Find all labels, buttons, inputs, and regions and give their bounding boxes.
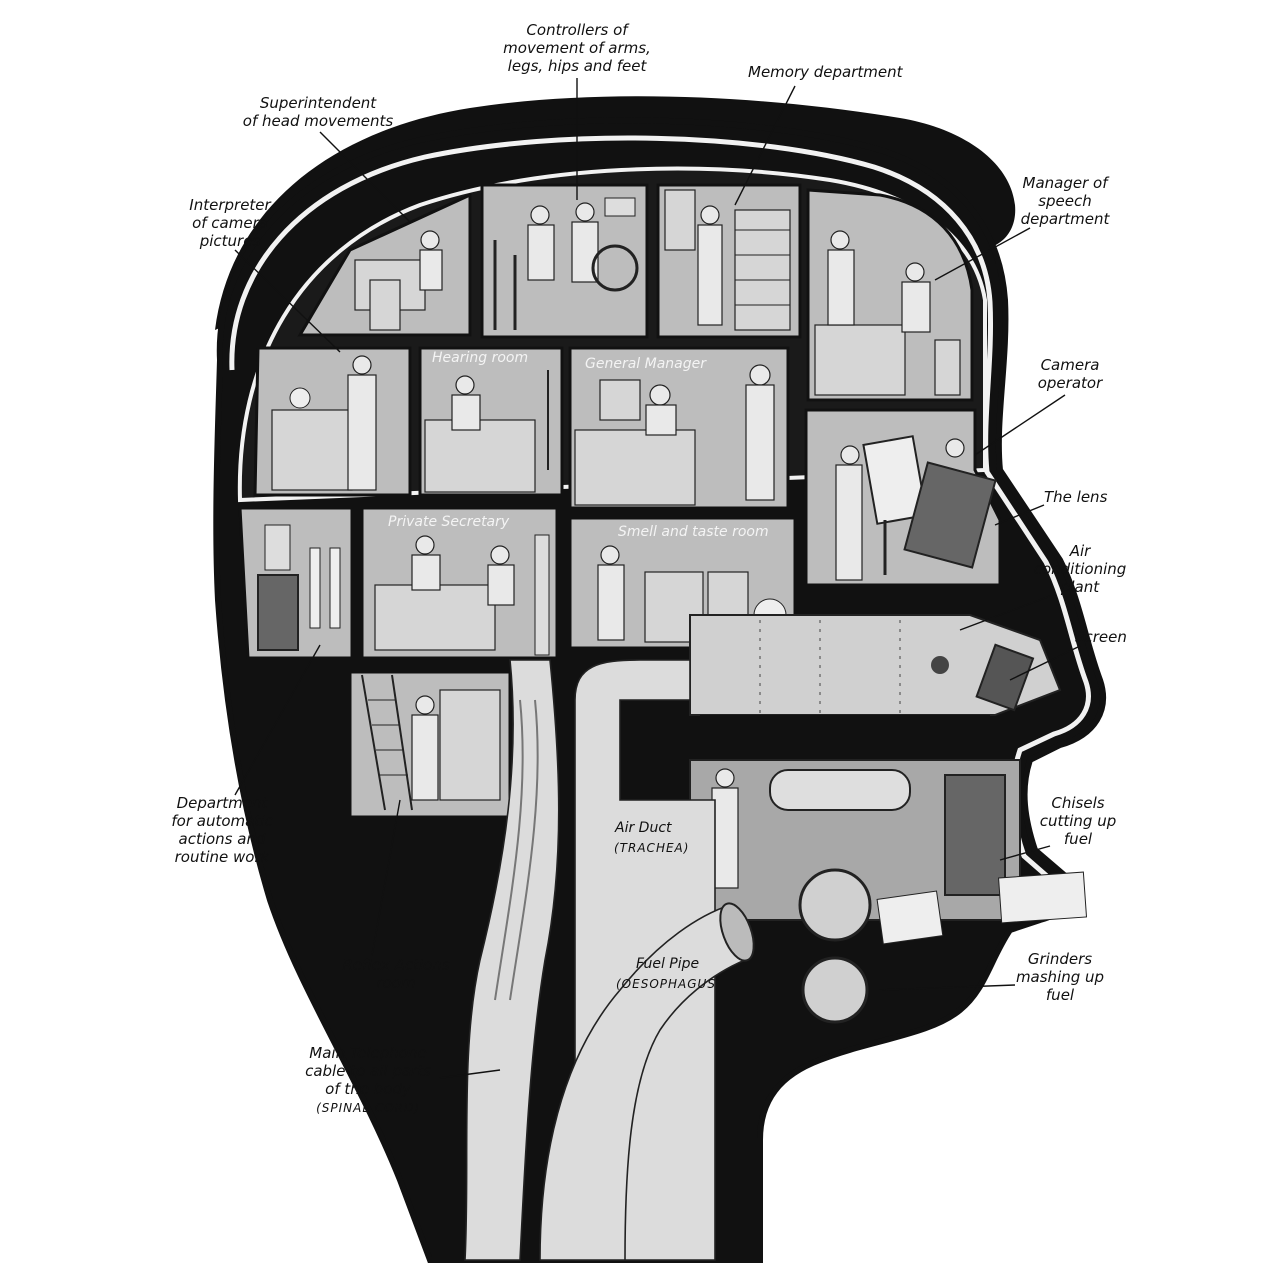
label-speech-line: speech [1038,192,1092,210]
room-superintendent [297,192,472,337]
label-automatic-line: routine work [175,848,271,866]
label-camera-line: Camera [1041,356,1100,374]
room-automatic [238,506,354,660]
room-interpreter [253,346,412,497]
room-private-secretary: Private Secretary [360,506,559,660]
label-telephone-line: of the body [325,1080,412,1098]
hearing-room-label: Hearing room [432,350,528,366]
label-speech-line: department [1021,210,1111,228]
label-telephone-line: cable to all parts [305,1062,431,1080]
label-air-line: Air [1069,542,1091,560]
label-screen-text: Screen [1075,628,1127,646]
room-hearing: Hearing room [418,346,564,497]
room-general-manager: General Manager [568,346,790,510]
label-grinders-line: mashing up [1016,968,1104,986]
fuel-pipe: Fuel Pipe (OESOPHAGUS) [539,902,755,1261]
label-air-line: conditioning [1034,560,1127,578]
label-lens: The lens [994,488,1108,526]
head-outline [229,135,1091,886]
room-camera [804,408,1002,587]
label-memory-text: Memory department [748,63,904,81]
air-conditioning-plant [689,614,1062,740]
label-memory: Memory department [734,63,904,206]
label-grinders-line: Grinders [1028,950,1092,968]
spinal-cord [464,659,560,1261]
label-superintendent-line: of head movements [243,112,394,130]
label-chisels-line: cutting up [1040,812,1117,830]
label-chisels-line: fuel [1064,830,1093,848]
label-lens-text: The lens [1044,488,1108,506]
smell-taste-label: Smell and taste room [618,524,769,540]
label-controllers-line: legs, hips and feet [508,57,648,75]
label-speech-line: Manager of [1023,174,1111,192]
label-camera-line: operator [1038,374,1103,392]
trachea-label: (TRACHEA) [614,841,689,855]
room-controllers [480,183,649,339]
room-memory [656,183,802,339]
grinder-room [689,759,1088,1024]
label-telephone-line: Main Telephone [309,1044,426,1062]
fuel-pipe-label: Fuel Pipe [636,956,699,972]
label-interpreter-line: of camera [192,214,268,232]
oesophagus-label: (OESOPHAGUS) [616,977,722,991]
label-superintendent-line: Superintendent [260,94,377,112]
label-grinders-line: fuel [1046,986,1075,1004]
room-reflex [348,670,512,819]
label-controllers-line: movement of arms, [503,39,651,57]
label-automatic-line: actions and [179,830,266,848]
label-automatic-line: for automatic [171,812,273,830]
label-chisels-line: Chisels [1051,794,1104,812]
label-interpreter-line: pictures [199,232,261,250]
label-telephone-spinal: (SPINAL CORD) [316,1101,420,1115]
private-secretary-label: Private Secretary [388,514,510,530]
air-duct-label: Air Duct [614,820,672,836]
general-manager-label: General Manager [585,356,707,372]
label-air-line: plant [1060,578,1100,596]
label-controllers-line: Controllers of [526,21,630,39]
label-automatic-line: Department [177,794,269,812]
label-screen: Screen [1009,628,1127,681]
label-reflex-line: Reflex Actions [342,956,449,974]
room-speech [806,188,974,402]
label-interpreter-line: Interpreter [189,196,271,214]
label-reflex-line: room [376,974,415,992]
room-smell-taste: Smell and taste room [568,516,797,650]
